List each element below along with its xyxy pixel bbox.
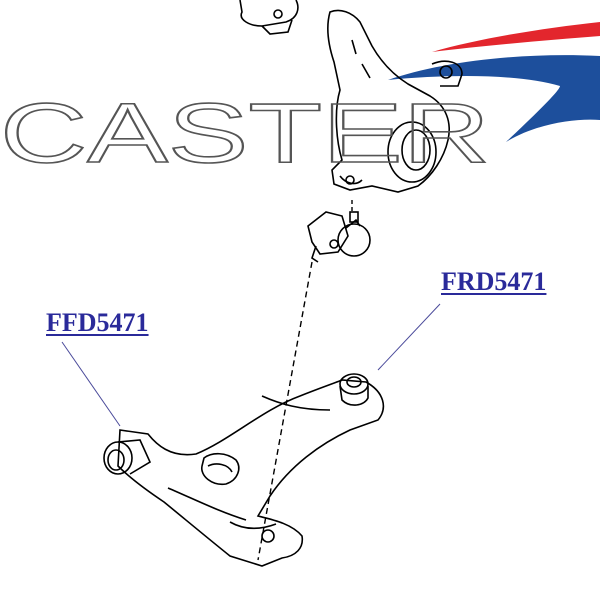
steering-knuckle [327,9,463,193]
leader-line-ffd [61,341,121,427]
brand-wordmark: CASTER [0,85,491,181]
lower-control-arm [117,379,385,567]
brand-wordmark-text: CASTER [0,86,490,180]
upper-fragment [239,0,299,35]
leader-line-frd [377,303,441,371]
alignment-line [257,261,313,561]
swoosh-blue [388,55,600,142]
swoosh-red [432,22,600,52]
part-code-frd[interactable]: FRD5471 [441,267,547,296]
rear-bushing [339,373,369,406]
front-bushing [103,439,152,475]
part-code-ffd[interactable]: FFD5471 [46,308,149,337]
brand-swoosh [388,22,600,142]
ball-joint [307,211,371,263]
